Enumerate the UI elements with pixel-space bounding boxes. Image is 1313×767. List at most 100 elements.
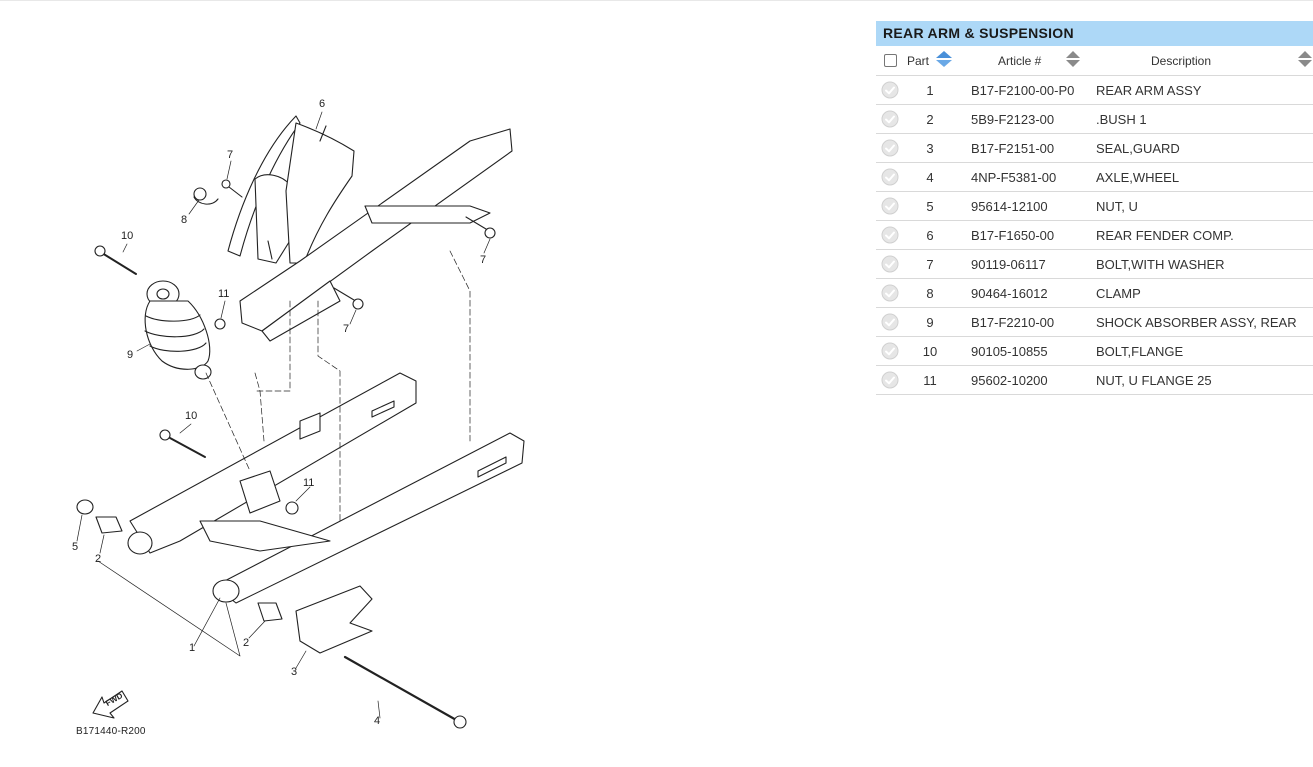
part-description: NUT, U FLANGE 25: [1096, 372, 1212, 388]
article-number: B17-F2210-00: [971, 314, 1055, 330]
parts-table: REAR ARM & SUSPENSION Part Article #: [876, 21, 1313, 395]
bolt-7-right-drawing: [465, 216, 496, 239]
table-row[interactable]: 6 B17-F1650-00 REAR FENDER COMP.: [876, 221, 1313, 250]
part-number: 8: [926, 285, 934, 301]
part-description: SEAL,GUARD: [1096, 140, 1180, 156]
article-number: B17-F2151-00: [971, 140, 1055, 156]
table-row[interactable]: 3 B17-F2151-00 SEAL,GUARD: [876, 134, 1313, 163]
check-circle-icon[interactable]: [881, 197, 899, 215]
callout-label: 4: [374, 715, 381, 727]
callout-label: 2: [243, 637, 250, 649]
part-number: 6: [926, 227, 934, 243]
callout-label: 5: [72, 541, 79, 553]
header-article-label: Article #: [998, 53, 1042, 68]
check-circle-icon[interactable]: [881, 168, 899, 186]
table-row[interactable]: 4 4NP-F5381-00 AXLE,WHEEL: [876, 163, 1313, 192]
sort-arrows-icon[interactable]: [935, 50, 953, 71]
bolt-10-lower-drawing: [159, 429, 206, 458]
article-number: 95602-10200: [971, 372, 1048, 388]
article-number: 95614-12100: [971, 198, 1048, 214]
part-description: .BUSH 1: [1096, 111, 1147, 127]
article-number: B17-F2100-00-P0: [971, 82, 1075, 98]
table-row[interactable]: 2 5B9-F2123-00 .BUSH 1: [876, 105, 1313, 134]
article-number: 90464-16012: [971, 285, 1048, 301]
seal-guard-drawing: [295, 585, 373, 654]
callout-label: 1: [189, 642, 196, 654]
part-description: AXLE,WHEEL: [1096, 169, 1180, 185]
sort-arrows-icon[interactable]: [1297, 50, 1313, 71]
select-all-checkbox[interactable]: [884, 54, 897, 67]
exploded-diagram: FWD 6 7 8 10 7 11 9 7 10 11 5 2 1 2 3 4 …: [0, 1, 560, 767]
axle-drawing: [343, 655, 467, 729]
check-circle-icon[interactable]: [881, 110, 899, 128]
part-number: 7: [926, 256, 934, 272]
article-number: 90119-06117: [971, 256, 1046, 272]
part-description: BOLT,WITH WASHER: [1096, 256, 1225, 272]
callout-label: 7: [343, 323, 350, 335]
callout-label: 11: [218, 288, 230, 300]
article-number: B17-F1650-00: [971, 227, 1055, 243]
nut-5-drawing: [76, 499, 94, 515]
sort-by-part[interactable]: Part: [900, 50, 970, 71]
part-number: 5: [926, 198, 934, 214]
part-description: REAR FENDER COMP.: [1096, 227, 1234, 243]
bush-2-right-drawing: [257, 602, 283, 622]
table-row[interactable]: 8 90464-16012 CLAMP: [876, 279, 1313, 308]
part-description: SHOCK ABSORBER ASSY, REAR: [1096, 314, 1297, 330]
alignment-dashes: [205, 250, 471, 522]
callout-label: 6: [319, 98, 326, 110]
table-row[interactable]: 7 90119-06117 BOLT,WITH WASHER: [876, 250, 1313, 279]
bolt-7-mid-drawing: [333, 287, 364, 310]
check-circle-icon[interactable]: [881, 81, 899, 99]
table-row[interactable]: 1 B17-F2100-00-P0 REAR ARM ASSY: [876, 76, 1313, 105]
callout-label: 7: [227, 149, 234, 161]
check-circle-icon[interactable]: [881, 255, 899, 273]
callout-label: 11: [303, 477, 315, 489]
part-number: 2: [926, 111, 934, 127]
bolt-7-top-drawing: [221, 179, 243, 198]
leader-lines: [76, 111, 491, 719]
diagram-code: B171440-R200: [76, 726, 146, 737]
clamp-8-drawing: [193, 187, 219, 205]
check-circle-icon[interactable]: [881, 284, 899, 302]
header-description-label: Description: [1151, 53, 1212, 68]
parts-table-title: REAR ARM & SUSPENSION: [876, 21, 1313, 46]
callout-label: 2: [95, 553, 102, 565]
table-row[interactable]: 10 90105-10855 BOLT,FLANGE: [876, 337, 1313, 366]
diagram-drawing: [76, 111, 525, 729]
callout-label: 10: [121, 230, 134, 242]
table-row[interactable]: 11 95602-10200 NUT, U FLANGE 25: [876, 366, 1313, 395]
part-number: 11: [923, 372, 937, 388]
fwd-arrow-icon: [92, 690, 129, 719]
check-circle-icon[interactable]: [881, 313, 899, 331]
part-description: CLAMP: [1096, 285, 1141, 301]
callout-label: 9: [127, 349, 134, 361]
bush-2-left-drawing: [95, 516, 123, 534]
part-description: REAR ARM ASSY: [1096, 82, 1202, 98]
header-part-label: Part: [907, 53, 930, 68]
sort-arrows-icon[interactable]: [1065, 50, 1081, 71]
table-row[interactable]: 9 B17-F2210-00 SHOCK ABSORBER ASSY, REAR: [876, 308, 1313, 337]
callout-label: 7: [480, 254, 487, 266]
nut-11-lower-drawing: [285, 501, 299, 515]
part-description: BOLT,FLANGE: [1096, 343, 1184, 359]
check-circle-icon[interactable]: [881, 342, 899, 360]
part-number: 4: [926, 169, 934, 185]
sort-by-description[interactable]: Description: [1095, 50, 1313, 71]
part-number: 1: [926, 82, 934, 98]
check-circle-icon[interactable]: [881, 139, 899, 157]
shock-absorber-drawing: [94, 245, 226, 380]
table-row[interactable]: 5 95614-12100 NUT, U: [876, 192, 1313, 221]
parts-table-body: 1 B17-F2100-00-P0 REAR ARM ASSY 2 5B9-F2…: [876, 76, 1313, 395]
parts-table-header: Part Article # Descripti: [876, 46, 1313, 76]
part-number: 3: [926, 140, 934, 156]
check-circle-icon[interactable]: [881, 371, 899, 389]
article-number: 5B9-F2123-00: [971, 111, 1055, 127]
part-number: 10: [922, 343, 938, 359]
check-circle-icon[interactable]: [881, 226, 899, 244]
sort-by-article[interactable]: Article #: [970, 50, 1095, 71]
callout-label: 3: [291, 666, 298, 678]
rear-fender-drawing: [227, 115, 513, 342]
callout-label: 8: [181, 214, 188, 226]
